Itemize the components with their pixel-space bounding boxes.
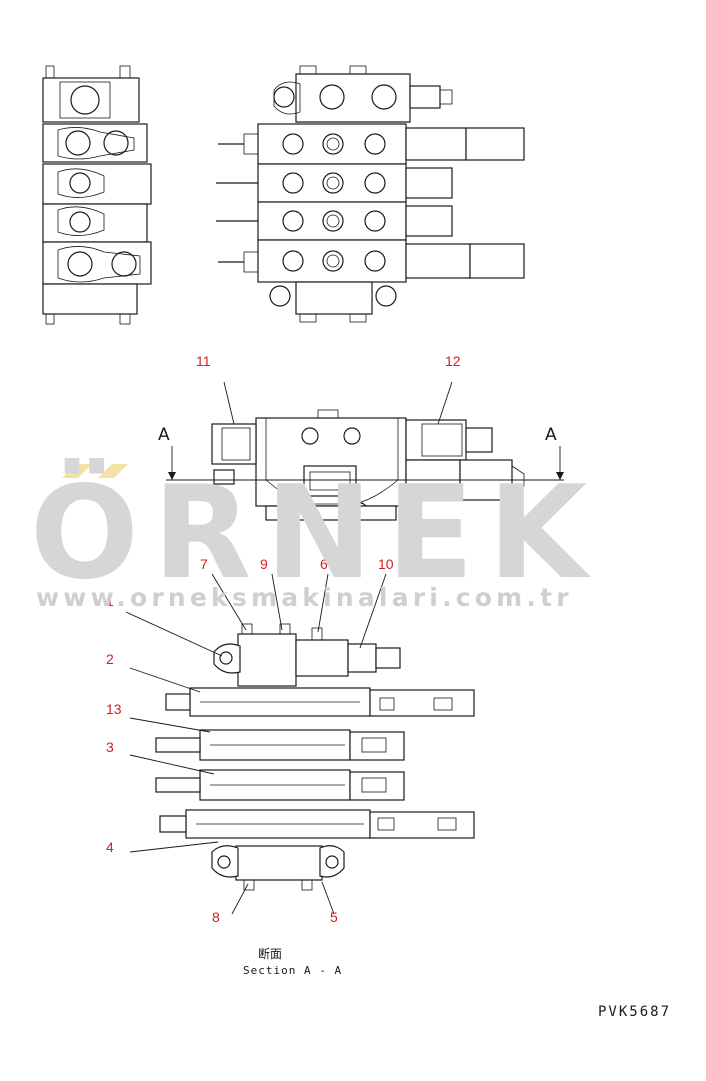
watermark-title: ÖRNEK: [30, 459, 602, 608]
watermark-umlaut: [62, 464, 128, 478]
valve-side-view: [42, 65, 152, 325]
callout-6: 6: [320, 556, 328, 572]
section-caption-english: Section A - A: [243, 964, 343, 977]
section-caption-japanese: 断面: [258, 947, 283, 961]
section-marker-left: A: [158, 425, 170, 445]
callout-12: 12: [445, 353, 461, 369]
valve-plan-view: [211, 409, 525, 521]
callout-10: 10: [378, 556, 394, 572]
callout-3: 3: [106, 739, 114, 755]
callout-8: 8: [212, 909, 220, 925]
drawing-code: PVK5687: [598, 1004, 672, 1020]
callout-4: 4: [106, 839, 114, 855]
callout-5: 5: [330, 909, 338, 925]
section-aa-view: [155, 623, 475, 891]
callout-13: 13: [106, 701, 122, 717]
leader-lines: [125, 381, 453, 915]
callout-7: 7: [200, 556, 208, 572]
watermark-url: www.orneksmakinalari.com.tr: [36, 583, 573, 612]
section-marker-right: A: [545, 425, 557, 445]
valve-front-view: [216, 65, 525, 323]
callout-2: 2: [106, 651, 114, 667]
section-cut-line: [166, 446, 564, 481]
callout-9: 9: [260, 556, 268, 572]
callout-1: 1: [106, 593, 114, 609]
callout-11: 11: [196, 353, 211, 369]
